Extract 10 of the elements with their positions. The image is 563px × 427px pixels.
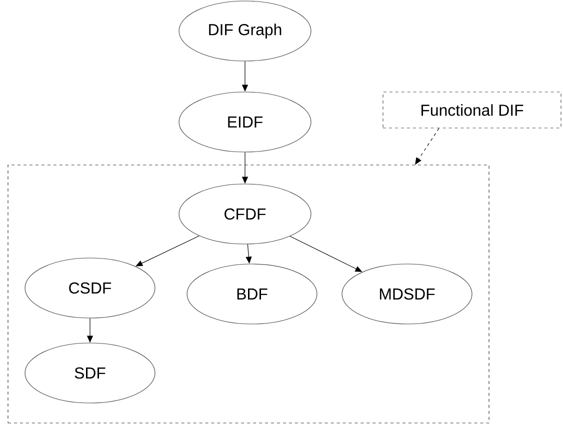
ellipse-node: DIF Graph: [178, 0, 312, 62]
ellipse-node: CFDF: [178, 184, 312, 244]
ellipse-node: SDF: [24, 342, 156, 404]
ellipse-node: BDF: [186, 264, 318, 324]
ellipse-node: CSDF: [24, 258, 156, 318]
dashed-region: [8, 164, 490, 424]
ellipse-node: MDSDF: [342, 264, 472, 324]
ellipse-node: EIDF: [178, 92, 312, 152]
callout-box: Functional DIF: [382, 92, 562, 128]
arrow: [136, 236, 200, 266]
